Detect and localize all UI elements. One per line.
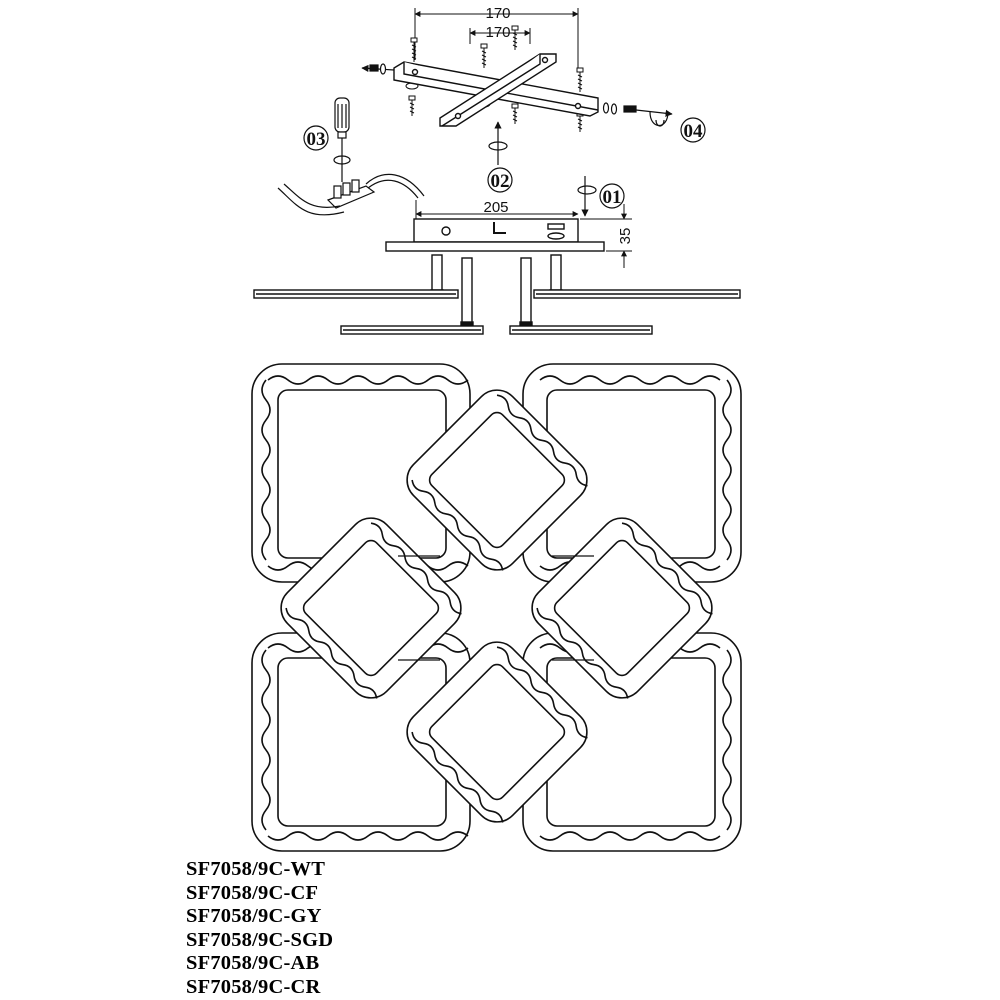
- screw-icon: [480, 43, 488, 68]
- screw-icon: [410, 37, 418, 62]
- base-height-dimension: [580, 204, 632, 268]
- screw-icon: [511, 103, 519, 124]
- top-dimension: [414, 8, 579, 70]
- side-view-arms: [253, 254, 741, 335]
- model-number: SF7058/9C-AB: [186, 952, 320, 974]
- side-bolt-left: [361, 63, 395, 75]
- connector-pieces: [398, 555, 594, 661]
- canopy: [385, 218, 605, 252]
- screw-icon: [408, 95, 416, 116]
- top-view-luminaire: [251, 363, 742, 852]
- step-01-marker: 01: [599, 183, 625, 209]
- rotation-icon: [649, 111, 669, 127]
- model-number: SF7058/9C-GY: [186, 905, 322, 927]
- model-number: SF7058/9C-CF: [186, 881, 319, 904]
- model-number: SF7058/9C-WT: [186, 858, 326, 880]
- model-number: SF7058/9C-SGD: [186, 928, 334, 951]
- step-03-label: 03: [307, 129, 326, 150]
- diamond-right: [531, 517, 713, 699]
- screw-icon: [576, 67, 584, 92]
- step-03-marker: 03: [303, 125, 329, 151]
- step-04-label: 04: [684, 121, 704, 142]
- dimension-base-height: 35: [617, 228, 634, 245]
- step-02-label: 02: [491, 171, 510, 192]
- base-screw-icon: [577, 176, 597, 217]
- model-number: SF7058/9C-CR: [186, 975, 321, 998]
- rotate-arrow-icon: [488, 121, 508, 165]
- diamond-left: [280, 517, 462, 699]
- mounting-bracket: [393, 53, 599, 127]
- dimension-span-upper: 170: [485, 5, 510, 22]
- step-01-label: 01: [603, 187, 622, 208]
- step-04-marker: 04: [680, 117, 706, 143]
- base-width-dimension: [415, 200, 579, 220]
- side-bolt-right: [602, 102, 673, 117]
- dimension-base-width: 205: [483, 199, 508, 216]
- diamond-top: [406, 389, 588, 571]
- step-02-marker: 02: [487, 167, 513, 193]
- diamond-bottom: [406, 641, 588, 823]
- terminal-block-icon: [277, 173, 425, 216]
- model-number-list: SF7058/9C-WT SF7058/9C-CF SF7058/9C-GY S…: [186, 858, 333, 999]
- screw-icon: [511, 25, 519, 50]
- dimension-span-lower: 170: [485, 24, 510, 41]
- screwdriver-icon: [333, 97, 351, 182]
